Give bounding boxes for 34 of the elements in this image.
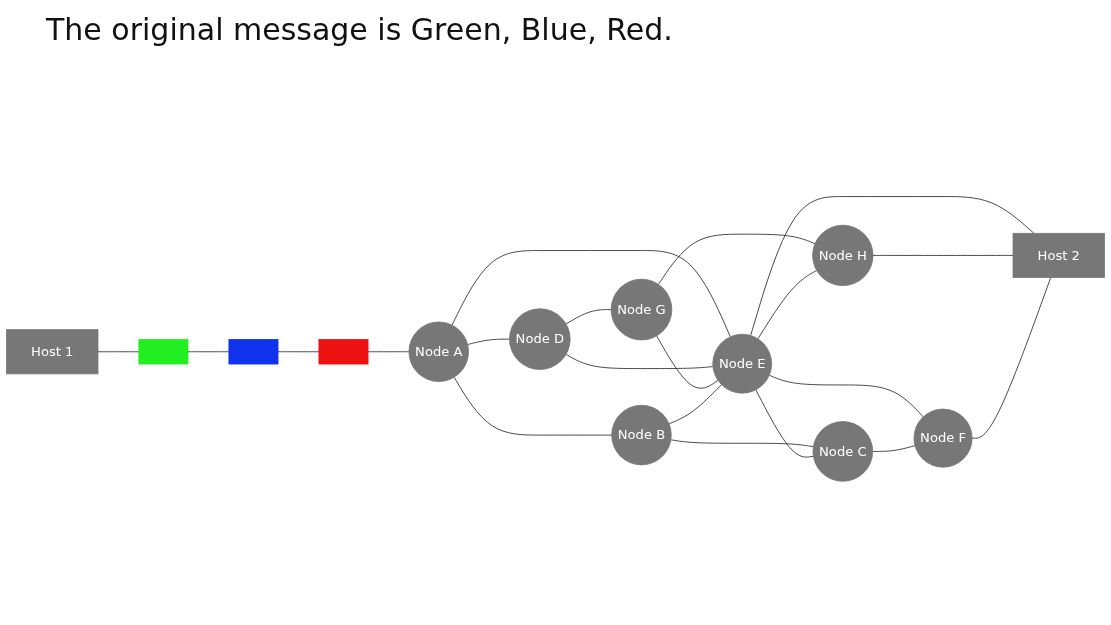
node-box: Host 2 bbox=[1012, 233, 1105, 278]
connector bbox=[872, 255, 1014, 256]
node-circle: Node B bbox=[611, 404, 672, 466]
node-box bbox=[318, 339, 369, 365]
connector bbox=[750, 196, 1035, 336]
connector bbox=[277, 351, 320, 353]
connector bbox=[971, 277, 1052, 439]
connector bbox=[656, 335, 719, 389]
connector bbox=[453, 376, 613, 436]
connector bbox=[97, 351, 140, 353]
node-circle: Node A bbox=[408, 321, 469, 383]
node-circle: Node C bbox=[812, 421, 874, 482]
node-circle: Node D bbox=[509, 308, 571, 370]
connector bbox=[187, 351, 230, 353]
node-circle: Node G bbox=[610, 278, 673, 341]
connector bbox=[565, 354, 714, 370]
node-box: Host 1 bbox=[6, 329, 99, 375]
connector bbox=[670, 439, 814, 448]
connector bbox=[755, 389, 814, 458]
connector bbox=[757, 270, 817, 340]
connector bbox=[872, 445, 916, 452]
node-box bbox=[138, 339, 189, 365]
title: The original message is Green, Blue, Red. bbox=[46, 12, 673, 47]
connector bbox=[467, 338, 510, 345]
node-circle: Node E bbox=[712, 333, 773, 394]
node-box bbox=[228, 339, 279, 365]
node-circle: Node F bbox=[913, 408, 973, 468]
connector bbox=[565, 309, 612, 325]
connector bbox=[768, 374, 924, 418]
connector bbox=[451, 250, 731, 338]
connector bbox=[367, 351, 410, 353]
connector bbox=[658, 233, 816, 285]
node-circle: Node H bbox=[812, 224, 874, 287]
connector bbox=[668, 384, 722, 425]
